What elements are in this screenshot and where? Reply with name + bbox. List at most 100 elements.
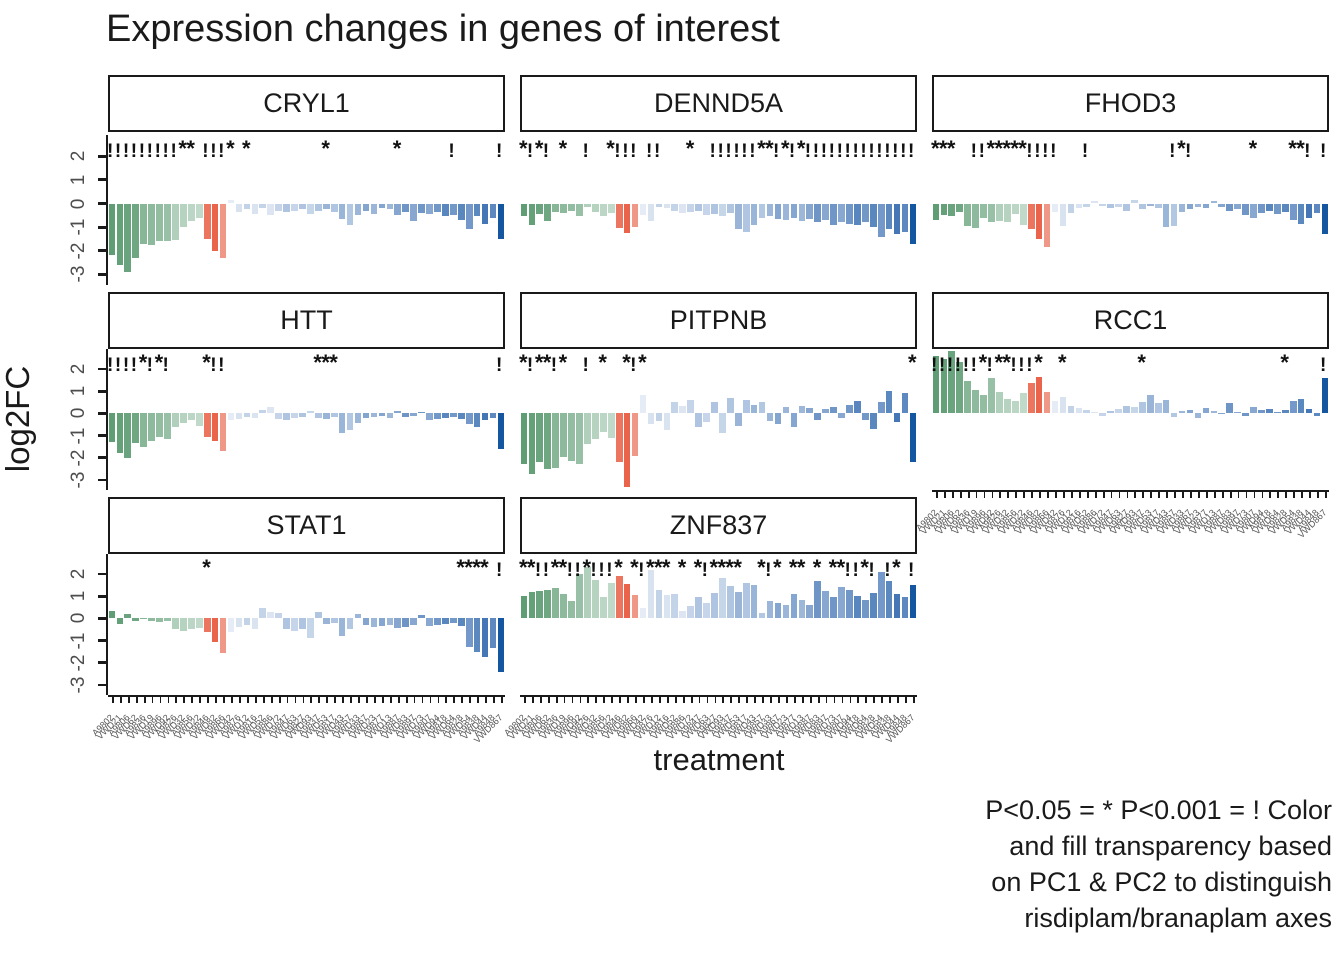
x-axis-tick — [785, 697, 788, 703]
bar — [243, 203, 251, 210]
x-axis-tick — [555, 697, 558, 703]
bar — [1281, 203, 1289, 212]
significance-marker: * — [464, 555, 473, 580]
y-axis-tick — [98, 411, 106, 415]
bar — [727, 586, 734, 619]
bar — [378, 618, 386, 627]
bar — [132, 618, 140, 621]
x-axis-tick — [833, 697, 836, 703]
y-axis-line — [106, 349, 109, 490]
significance-marker: ! — [749, 141, 756, 162]
bar — [450, 618, 457, 623]
bar — [1226, 203, 1233, 211]
significance-marker: * — [518, 136, 528, 161]
significance-marker: ! — [170, 141, 177, 162]
x-axis-tick — [1047, 492, 1049, 498]
facet-plot: !!!!!!!!!**!!!****!! — [107, 135, 505, 285]
bar — [576, 573, 583, 619]
bar — [1218, 203, 1226, 208]
bar — [1250, 203, 1257, 218]
significance-marker: * — [598, 350, 607, 375]
bar — [180, 203, 187, 228]
bar — [283, 413, 290, 421]
bar — [1035, 203, 1043, 239]
bar — [426, 413, 433, 421]
bar — [711, 402, 718, 414]
facet-plot: **!!**!!*!!!**!*****!*****!******!!*!!*! — [519, 554, 917, 695]
bar — [679, 405, 687, 414]
x-axis-tick — [619, 697, 622, 703]
bar — [1019, 393, 1027, 414]
significance-marker: ! — [1010, 355, 1017, 376]
significance-marker: * — [1018, 136, 1027, 161]
bar — [267, 203, 275, 216]
bar — [457, 413, 465, 419]
bar — [592, 579, 599, 619]
facet-title: RCC1 — [1093, 305, 1168, 335]
significance-marker: * — [1002, 136, 1011, 161]
facet-strip: HTT — [108, 292, 505, 349]
x-axis-tick — [231, 697, 233, 703]
significance-marker: * — [765, 136, 774, 161]
x-axis-tick — [793, 697, 796, 703]
x-axis-tick — [825, 697, 828, 703]
facet-title: FHOD3 — [1084, 88, 1177, 118]
significance-marker: ! — [1026, 141, 1033, 162]
x-axis-tick — [603, 697, 606, 703]
significance-marker: * — [202, 350, 211, 375]
bar — [164, 203, 171, 242]
bar — [1139, 402, 1146, 414]
significance-marker: ! — [526, 355, 534, 376]
bar — [243, 413, 251, 417]
y-axis-tick-label: -3 — [68, 265, 89, 283]
bar — [1115, 408, 1122, 414]
facet-title: DENND5A — [653, 88, 784, 118]
significance-marker: * — [606, 136, 615, 161]
bar — [1258, 203, 1265, 213]
significance-marker: ! — [210, 355, 217, 376]
significance-marker: * — [1296, 136, 1305, 161]
bar — [988, 377, 995, 414]
bar — [402, 618, 409, 628]
bar — [394, 203, 402, 216]
significance-marker: ! — [1081, 141, 1089, 162]
bar — [1242, 203, 1249, 216]
bar — [1154, 403, 1162, 414]
significance-marker: ! — [614, 141, 621, 162]
bar — [259, 203, 267, 209]
significance-marker: ! — [138, 141, 146, 162]
bar — [830, 406, 837, 414]
bar — [211, 618, 219, 642]
bar — [1004, 203, 1011, 223]
bar — [798, 203, 806, 222]
x-axis-tick — [627, 697, 629, 703]
x-axis-tick — [722, 697, 725, 703]
x-axis-tick — [1325, 492, 1327, 498]
x-axis-tick — [539, 697, 542, 703]
bar — [148, 413, 155, 442]
bar — [1059, 203, 1067, 226]
bar — [830, 597, 837, 619]
bar — [671, 593, 679, 619]
significance-marker: ! — [733, 141, 740, 162]
x-axis-tick — [1166, 492, 1169, 498]
significance-marker: ! — [900, 141, 907, 162]
bar — [394, 618, 402, 629]
significance-marker: * — [534, 350, 544, 375]
bar — [584, 203, 591, 208]
bar — [901, 597, 909, 619]
significance-marker: * — [321, 136, 330, 161]
bar — [909, 585, 917, 619]
significance-marker: * — [1034, 350, 1043, 375]
significance-marker: ! — [1169, 141, 1176, 162]
bar — [790, 413, 798, 427]
bar — [814, 580, 821, 619]
bar — [838, 413, 845, 418]
significance-marker: * — [480, 555, 489, 580]
x-axis-tick — [991, 492, 994, 498]
significance-marker: ! — [986, 355, 993, 376]
bar — [251, 203, 259, 215]
x-axis-tick — [889, 697, 891, 703]
bar — [322, 203, 330, 210]
significance-marker: ! — [876, 141, 883, 162]
